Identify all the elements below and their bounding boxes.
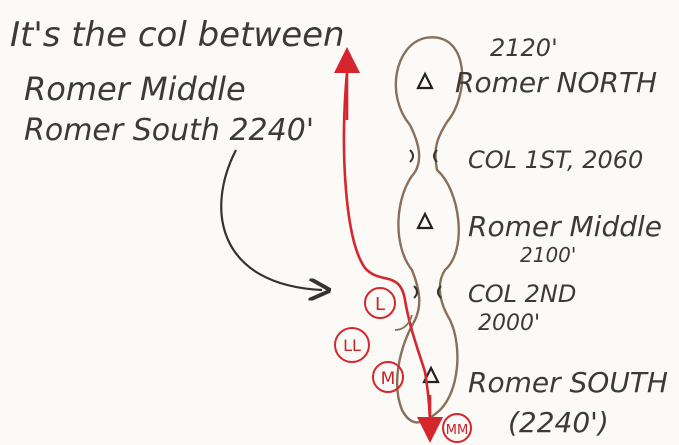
- peak-north-triangle: [416, 71, 434, 90]
- ridge-outline: [394, 36, 464, 424]
- marker-l-label: L: [375, 294, 385, 315]
- col-1-mark-left: [409, 149, 414, 163]
- note-line-2: Romer Middle: [24, 70, 246, 108]
- south-elevation: (2240'): [508, 406, 609, 439]
- note-line-1: It's the col between: [10, 15, 345, 55]
- col-1-label: COL 1ST, 2060: [468, 146, 643, 174]
- north-label: Romer NORTH: [455, 66, 657, 99]
- note-line-3: Romer South 2240': [24, 113, 314, 148]
- north-elevation: 2120': [490, 34, 558, 62]
- marker-mm-circle: [442, 413, 472, 443]
- col-1-mark-right: [433, 149, 438, 163]
- marker-mm-label: MM: [446, 423, 468, 438]
- route-spur: [394, 314, 413, 331]
- col-2-elevation: 2000': [478, 311, 540, 336]
- col-2-mark-right: [437, 285, 442, 299]
- middle-elevation: 2100': [520, 243, 576, 267]
- marker-m-circle: [372, 361, 404, 393]
- middle-label: Romer Middle: [468, 210, 662, 243]
- col-2-mark-left: [413, 285, 418, 299]
- marker-ll-label: LL: [343, 336, 361, 355]
- marker-m-label: M: [381, 369, 396, 389]
- marker-ll-circle: [334, 327, 370, 363]
- pointer-arrow: [220, 149, 322, 290]
- marker-l-circle: [364, 287, 396, 319]
- south-label: Romer SOUTH: [468, 366, 668, 399]
- peak-south-triangle: [422, 365, 440, 384]
- route-line: [342, 71, 432, 429]
- peak-middle-triangle: [416, 211, 434, 230]
- col-2-label: COL 2ND: [468, 280, 576, 308]
